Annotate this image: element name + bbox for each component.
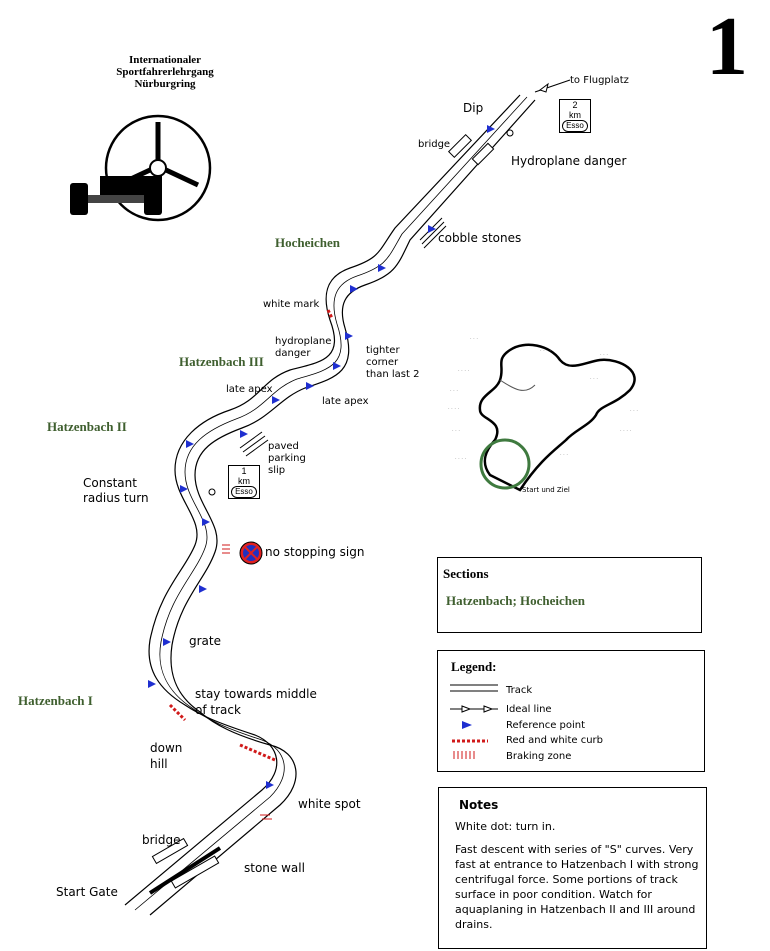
sections-content: Hatzenbach; Hocheichen: [446, 593, 586, 608]
sign-1km-esso: 1 km Esso: [228, 465, 260, 499]
svg-text:· · ·: · · ·: [452, 428, 460, 434]
reference-points: [148, 125, 495, 789]
label-line: Constant: [83, 476, 137, 490]
section-label-hatzenbach-3: Hatzenbach III: [179, 354, 264, 369]
notes-box: Notes White dot: turn in. Fast descent w…: [438, 787, 707, 949]
label-line: hill: [150, 757, 168, 771]
braking-zones: [222, 544, 272, 820]
sign-2km-esso: 2 km Esso: [559, 99, 591, 133]
notes-title: Notes: [459, 798, 499, 812]
label-tighter-corner: tighter corner than last 2: [366, 345, 419, 381]
label-line: paved: [268, 441, 299, 452]
label-paved-parking-slip: paved parking slip: [268, 441, 306, 477]
inset-track: [478, 343, 636, 492]
sections-title: Sections: [443, 566, 489, 581]
legend-box: Legend: Track Ideal line Reference point…: [437, 650, 705, 772]
legend-title: Legend:: [451, 659, 497, 674]
course-title-line1: Internationaler: [128, 54, 202, 66]
svg-text:· · · ·: · · · ·: [540, 348, 552, 354]
label-line: of track: [195, 703, 241, 717]
label-line: than last 2: [366, 369, 420, 380]
legend-braking-zone: Braking zone: [506, 751, 572, 762]
svg-text:· · ·: · · ·: [450, 388, 458, 394]
legend-reference-symbol: [462, 721, 472, 729]
sign-unit: km: [569, 110, 581, 120]
esso-logo: Esso: [562, 120, 588, 132]
label-line: down: [150, 741, 183, 755]
legend-reference-point: Reference point: [506, 720, 586, 731]
label-line: radius turn: [83, 491, 149, 505]
svg-text:· · · ·: · · · ·: [620, 428, 632, 434]
label-line: danger: [275, 348, 311, 359]
label-line: stay towards middle: [195, 687, 317, 701]
svg-text:· · ·: · · ·: [560, 452, 568, 458]
legend-ideal-line: Ideal line: [506, 704, 552, 715]
label-no-stopping-sign: no stopping sign: [265, 545, 365, 559]
steering-wheel-logo: [70, 114, 212, 222]
no-stopping-sign-icon: [239, 541, 263, 565]
svg-text:· · ·: · · ·: [590, 376, 598, 382]
label-hydroplane-danger-top: Hydroplane danger: [511, 154, 627, 168]
svg-text:· · ·: · · ·: [600, 352, 608, 358]
track-edge-left: [124, 94, 521, 906]
label-dip: Dip: [463, 101, 484, 115]
svg-text:· · · ·: · · · ·: [458, 368, 470, 374]
svg-text:· · · ·: · · · ·: [448, 406, 460, 412]
label-line: slip: [268, 465, 286, 476]
ideal-line: [134, 96, 528, 911]
course-title-line2: Sportfahrerlehrgang: [116, 66, 214, 78]
label-hydroplane-danger-mid: hydroplane danger: [275, 336, 331, 360]
legend-curb: Red and white curb: [506, 735, 604, 746]
course-title: Internationaler Sportfahrerlehrgang Nürb…: [100, 54, 230, 90]
page-number: 1: [706, 0, 748, 93]
legend-braking-symbol: [453, 751, 475, 759]
label-cobble-stones: cobble stones: [438, 231, 522, 245]
label-start-und-ziel: Start und Ziel: [522, 486, 570, 494]
course-title-line3: Nürburgring: [134, 78, 196, 90]
svg-text:· · ·: · · ·: [630, 408, 638, 414]
svg-text:· · ·: · · ·: [470, 336, 478, 342]
label-late-apex-left: late apex: [226, 384, 273, 395]
bridge-top: [447, 133, 495, 166]
curbs: [168, 309, 334, 762]
section-label-hatzenbach-1: Hatzenbach I: [18, 693, 93, 708]
esso-logo: Esso: [231, 486, 257, 498]
sections-box: Sections Hatzenbach; Hocheichen: [437, 557, 702, 633]
label-line: corner: [366, 357, 399, 368]
label-grate: grate: [189, 634, 221, 648]
svg-text:· · · ·: · · · ·: [455, 456, 467, 462]
label-line: tighter: [366, 345, 400, 356]
parking-slip: [239, 431, 269, 457]
sign-number: 1: [241, 466, 247, 476]
notes-paragraph: Fast descent with series of "S" curves. …: [455, 843, 699, 931]
label-white-spot: white spot: [298, 797, 361, 811]
track-edge-right: [149, 99, 536, 916]
label-line: hydroplane: [275, 336, 332, 347]
turn-in-dots: [208, 129, 514, 496]
label-start-gate: Start Gate: [56, 885, 118, 899]
section-label-hocheichen: Hocheichen: [275, 235, 340, 250]
inset-highlight: [479, 438, 531, 490]
legend-track: Track: [506, 685, 533, 696]
label-late-apex-right: late apex: [322, 396, 369, 407]
flugplatz-arrow-icon: [534, 79, 571, 93]
label-bridge-bottom: bridge: [142, 833, 181, 847]
label-bridge-top: bridge: [418, 139, 451, 150]
section-label-hatzenbach-2: Hatzenbach II: [47, 419, 127, 434]
label-down-hill: down hill: [150, 740, 182, 772]
label-stone-wall: stone wall: [244, 861, 305, 875]
notes-line1: White dot: turn in.: [455, 820, 556, 833]
stone-wall: [148, 846, 222, 895]
legend-symbols: [450, 684, 498, 759]
label-to-flugplatz: to Flugplatz: [570, 75, 629, 86]
label-white-mark: white mark: [263, 299, 320, 310]
label-line: parking: [268, 453, 306, 464]
label-constant-radius-turn: Constant radius turn: [83, 476, 149, 506]
label-stay-towards-middle: stay towards middle of track: [195, 686, 317, 718]
sign-unit: km: [238, 476, 250, 486]
sign-number: 2: [572, 100, 578, 110]
inset-map: · · · · · · · · · · · · · · · · · · · · · · …: [448, 336, 638, 492]
bridge-bottom: [151, 837, 220, 889]
